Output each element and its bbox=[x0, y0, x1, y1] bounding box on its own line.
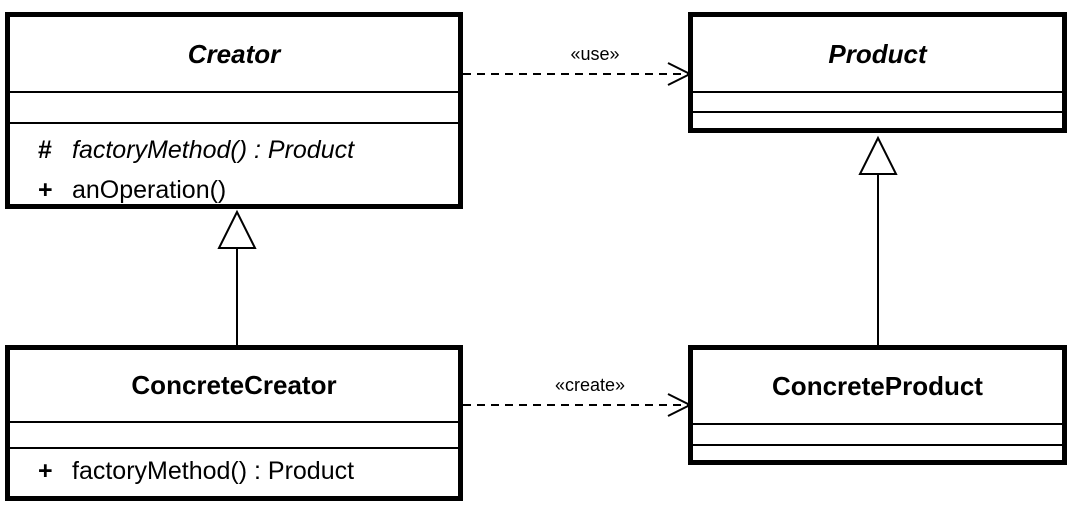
operation-signature: factoryMethod() : Product bbox=[72, 135, 355, 164]
product-attributes-compartment bbox=[693, 91, 1062, 111]
use-dependency-arrow bbox=[463, 62, 693, 86]
create-dependency-arrow bbox=[463, 393, 693, 417]
use-stereotype-label: «use» bbox=[570, 44, 620, 64]
concrete-creator-class: ConcreteCreator + factoryMethod() : Prod… bbox=[5, 345, 463, 501]
product-class: Product bbox=[688, 12, 1067, 133]
creator-operations-compartment: # factoryMethod() : Product + anOperatio… bbox=[10, 122, 458, 210]
concrete-product-class: ConcreteProduct bbox=[688, 345, 1067, 465]
visibility-marker: + bbox=[38, 456, 53, 485]
operation-signature: factoryMethod() : Product bbox=[72, 456, 355, 485]
operation-row: # factoryMethod() : Product bbox=[38, 130, 458, 170]
concrete-product-class-name: ConcreteProduct bbox=[772, 371, 983, 401]
operation-row: + anOperation() bbox=[38, 170, 458, 210]
operation-signature: anOperation() bbox=[72, 175, 227, 204]
creator-class-name: Creator bbox=[187, 38, 281, 69]
concrete-creator-operations-compartment: + factoryMethod() : Product bbox=[10, 447, 458, 491]
product-operations-compartment bbox=[693, 111, 1062, 128]
visibility-marker: # bbox=[38, 135, 52, 164]
product-class-name: Product bbox=[828, 38, 927, 69]
concrete-creator-attributes-compartment bbox=[10, 421, 458, 447]
concrete-product-operations-compartment bbox=[693, 444, 1062, 460]
visibility-marker: + bbox=[38, 175, 53, 204]
concrete-creator-class-name: ConcreteCreator bbox=[131, 370, 337, 400]
concrete-product-attributes-compartment bbox=[693, 423, 1062, 444]
create-stereotype-label: «create» bbox=[554, 375, 626, 395]
creator-class: Creator # factoryMethod() : Product + an… bbox=[5, 12, 463, 209]
creator-generalization-arrow bbox=[217, 209, 257, 345]
creator-attributes-compartment bbox=[10, 91, 458, 122]
product-generalization-arrow bbox=[858, 135, 898, 345]
operation-row: + factoryMethod() : Product bbox=[38, 451, 458, 491]
